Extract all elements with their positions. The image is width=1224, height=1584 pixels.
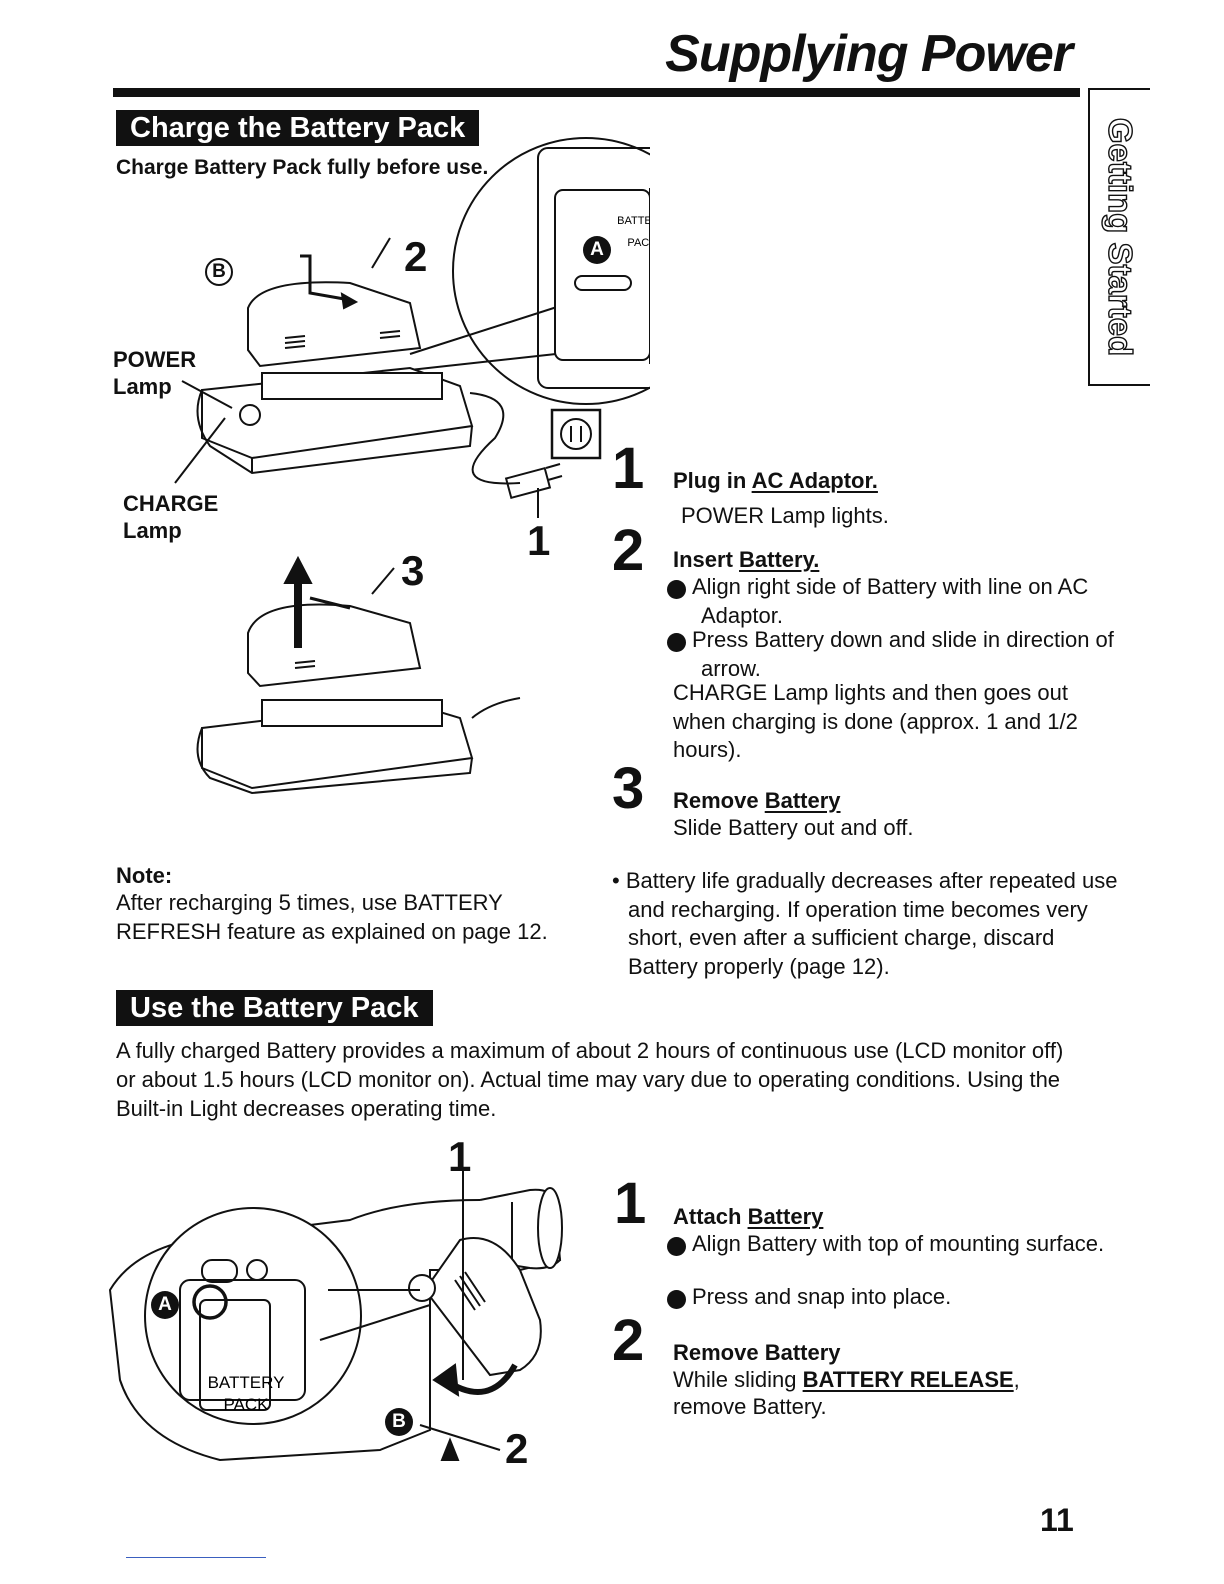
marker-b-circle: B (205, 258, 233, 286)
power-lamp-label-1: POWER (113, 347, 197, 372)
detail-battery-label-1: BATTERY (617, 215, 650, 227)
marker-a-circle: A (583, 236, 611, 264)
section-heading-charge: Charge the Battery Pack (116, 110, 480, 146)
side-tab: Getting Started (1088, 88, 1150, 386)
marker-a-icon: A (643, 1236, 686, 1256)
marker-b-icon: B (643, 1289, 686, 1309)
step-number: 2 (612, 518, 645, 583)
camcorder-battery-label-1: BATTERY (208, 1373, 285, 1392)
page-number: 11 (1040, 1502, 1074, 1538)
footer-rule (126, 1557, 266, 1558)
power-lamp-label-2: Lamp (113, 374, 172, 399)
side-tab-label: Getting Started (1101, 117, 1139, 357)
callout-2: 2 (505, 1425, 529, 1472)
step-detail: While sliding BATTERY RELEASE, (673, 1367, 1020, 1392)
step-detail-line2: remove Battery. (673, 1394, 827, 1419)
callout-2: 2 (404, 233, 428, 280)
note-heading: Note: (116, 863, 173, 888)
step-detail: Slide Battery out and off. (673, 815, 914, 840)
battery-life-bullet: • Battery life gradually decreases after… (612, 868, 1118, 979)
step-detail: CHARGE Lamp lights and then goes out whe… (673, 680, 1078, 762)
callout-1: 1 (448, 1133, 472, 1180)
camcorder-illustration: BATTERY PACK (108, 1168, 563, 1462)
marker-b-icon: B (643, 632, 686, 652)
step-label: Attach Battery (673, 1204, 824, 1229)
detail-battery-label-2: PACK (627, 237, 650, 249)
step-label: Insert Battery. (673, 547, 820, 572)
step-label: Remove Battery (673, 1340, 841, 1365)
charger-illustration: BATTERY PACK (174, 137, 650, 795)
charge-lamp-label-2: Lamp (123, 518, 182, 543)
step-number: 3 (612, 756, 645, 821)
step-number: 1 (614, 1171, 647, 1236)
detail-magnifier (452, 137, 650, 405)
title-rule (113, 88, 1080, 97)
marker-b-circle: B (385, 1408, 413, 1436)
step-label: Plug in AC Adaptor. (673, 468, 878, 493)
callout-1: 1 (527, 517, 551, 564)
step-number: 2 (612, 1308, 645, 1373)
camcorder-battery-label-2: PACK (223, 1395, 269, 1414)
marker-a-circle: A (151, 1291, 179, 1319)
charge-intro: Charge Battery Pack fully before use. (116, 156, 489, 179)
marker-a-icon: A (643, 579, 686, 599)
step-label: Remove Battery (673, 788, 841, 813)
step-detail: POWER Lamp lights. (681, 503, 889, 528)
use-intro: A fully charged Battery provides a maxim… (116, 1038, 1064, 1121)
page-title: Supplying Power (665, 25, 1073, 83)
callout-3: 3 (401, 547, 425, 594)
note-text: After recharging 5 times, use BATTERY RE… (116, 890, 548, 944)
charge-lamp-label-1: CHARGE (123, 491, 219, 516)
step-number: 1 (612, 436, 645, 501)
section-heading-use: Use the Battery Pack (116, 990, 433, 1026)
